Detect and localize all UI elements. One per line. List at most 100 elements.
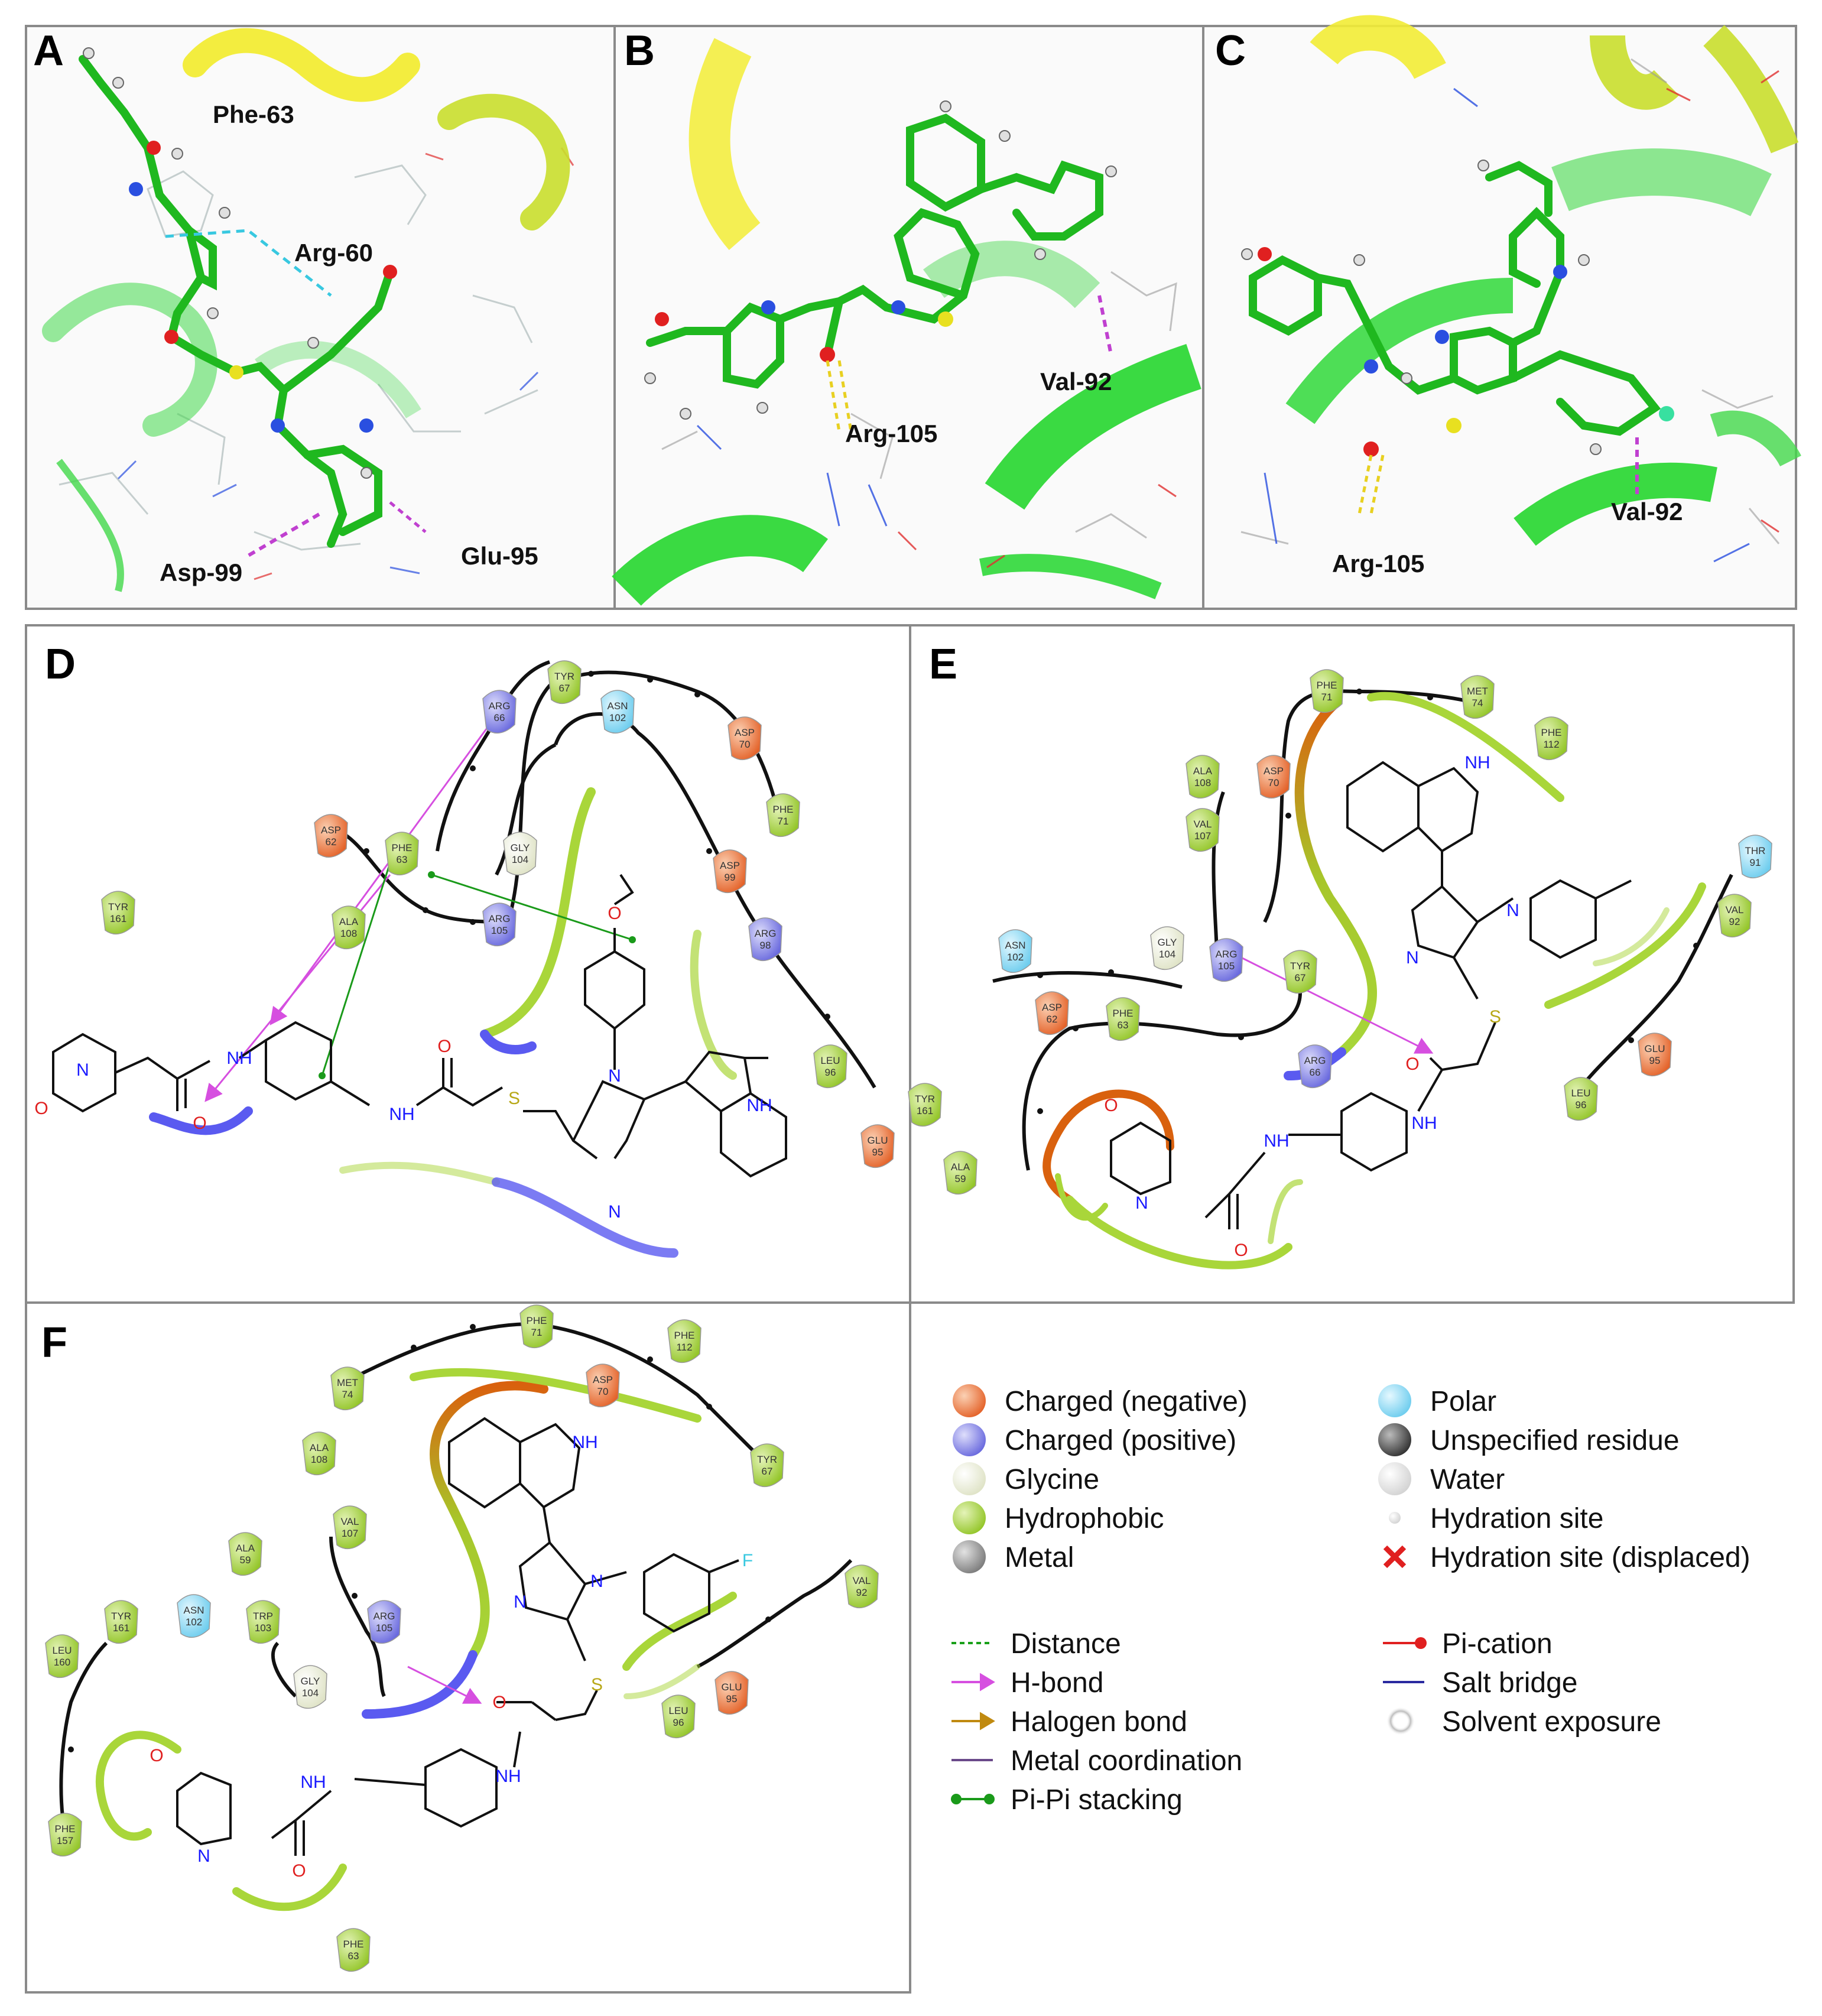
residue-number: 71 — [531, 1327, 543, 1338]
residue-number: 112 — [1543, 739, 1559, 750]
residue-label-val92-c: Val-92 — [1611, 498, 1683, 525]
panel-c: C Val-92 Arg-105 — [1202, 15, 1801, 610]
residue-number: 108 — [311, 1454, 327, 1465]
panel-c-frame — [1202, 25, 1797, 610]
residue-marker — [908, 1083, 942, 1127]
residue-number: 63 — [1118, 1020, 1129, 1031]
residue-number: 67 — [762, 1466, 773, 1477]
residue-marker — [1298, 1044, 1332, 1089]
residue-number: 108 — [340, 928, 357, 939]
legend-item-charged-negative-: Charged (negative) — [953, 1384, 1248, 1417]
atom-nh: NH — [300, 1772, 326, 1792]
residue-marker — [713, 849, 747, 894]
residue-number: 59 — [240, 1554, 251, 1566]
panel-d-frame — [25, 624, 911, 1304]
residue-name: TYR — [757, 1454, 777, 1465]
residue-name: ALA — [339, 916, 359, 927]
legend-label: Pi-Pi stacking — [1011, 1784, 1183, 1816]
residue-name: THR — [1745, 845, 1766, 856]
residue-name: PHE — [55, 1823, 76, 1835]
residue-name: ARG — [489, 913, 511, 924]
residue-number: 95 — [872, 1147, 884, 1158]
atom-o: O — [437, 1037, 451, 1056]
residue-marker — [943, 1151, 977, 1195]
residue-name: ARG — [755, 928, 777, 939]
residue-name: ALA — [1193, 765, 1213, 777]
legend-item-salt-bridge: Salt bridge — [1383, 1667, 1577, 1699]
residue-number: 105 — [1218, 960, 1235, 972]
residue-marker — [177, 1594, 211, 1638]
residue-name: VAL — [1726, 904, 1744, 916]
residue-number: 102 — [609, 712, 626, 723]
residue-number: 92 — [856, 1587, 868, 1598]
residue-name: TYR — [915, 1093, 935, 1105]
legend-label: Solvent exposure — [1442, 1706, 1661, 1738]
atom-nh: NH — [746, 1096, 772, 1115]
atom-nh: NH — [1464, 753, 1490, 772]
legend-item-halogen-bond: Halogen bond — [951, 1706, 1187, 1738]
residue-name: TYR — [1290, 960, 1310, 972]
atom-s: S — [1489, 1007, 1501, 1027]
residue-number: 98 — [760, 940, 771, 951]
residue-name: ARG — [1216, 949, 1238, 960]
legend-label: Hydrophobic — [1005, 1503, 1164, 1534]
panel-a: A Phe-63 Arg-60 Asp-99 Glu-95 — [25, 25, 616, 610]
panel-e-letter: E — [929, 641, 957, 688]
residue-number: 112 — [676, 1342, 692, 1353]
residue-marker — [1460, 675, 1495, 719]
pi-stack-icon — [951, 1794, 995, 1804]
residue-marker — [1310, 669, 1344, 713]
residue-group-d: TYR67ARG66ASN102ASP70PHE71ASP62PHE63GLY1… — [101, 660, 895, 1168]
residue-name: ALA — [310, 1442, 329, 1453]
residue-number: 104 — [302, 1687, 319, 1699]
residue-number: 95 — [726, 1693, 738, 1705]
atom-s: S — [591, 1675, 603, 1694]
legend-label: Metal — [1005, 1542, 1074, 1573]
residue-marker — [330, 1366, 365, 1411]
residue-name: GLU — [1645, 1043, 1665, 1054]
residue-marker — [586, 1364, 620, 1408]
atom-o: O — [492, 1693, 506, 1712]
residue-name: ASP — [593, 1374, 613, 1385]
legend-label: Unspecified residue — [1430, 1425, 1680, 1456]
residue-number: 160 — [54, 1657, 70, 1668]
residue-number: 96 — [825, 1067, 836, 1078]
residue-name: ASP — [1264, 765, 1284, 777]
residue-number: 102 — [186, 1616, 202, 1628]
residue-name: LEU — [52, 1645, 72, 1656]
panel-f-frame — [25, 1301, 911, 1994]
atom-n: N — [76, 1060, 89, 1080]
residue-number: 157 — [57, 1835, 73, 1846]
atom-n: N — [1506, 901, 1519, 920]
arrow-line-icon — [951, 1712, 995, 1731]
residue-name: ASN — [184, 1605, 204, 1616]
residue-swatch-icon — [1378, 1384, 1411, 1417]
atom-o: O — [608, 904, 621, 923]
residue-swatch-icon — [953, 1384, 986, 1417]
residue-marker — [519, 1304, 554, 1349]
atom-n: N — [1135, 1193, 1148, 1213]
legend-residue-types: Charged (negative)Charged (positive)Glyc… — [953, 1384, 1750, 1573]
legend-item-h-bond: H-bond — [951, 1667, 1103, 1699]
panel-d-ligand — [52, 874, 787, 1178]
residue-marker — [845, 1564, 879, 1609]
pi-cation-icon — [1383, 1637, 1427, 1649]
residue-number: 161 — [113, 1622, 129, 1634]
